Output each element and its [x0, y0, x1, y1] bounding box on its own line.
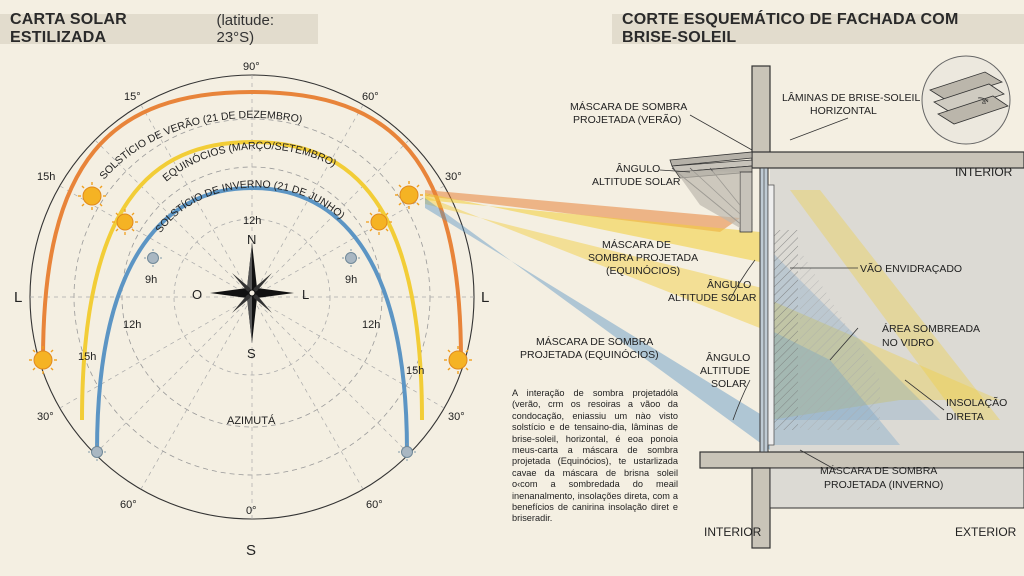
blades-line1: LÂMINAS DE BRISE-SOLEIL — [782, 91, 920, 104]
angle-30-right: 30° — [445, 171, 462, 183]
hour-15-left: 15h — [78, 351, 96, 363]
angle-3-line2: ALTITUDE — [700, 365, 750, 377]
mask-eq2-line1: MÁSCARA DE SOMBRA — [536, 335, 653, 348]
hour-9-right: 9h — [345, 274, 357, 286]
angle-1-line2: ALTITUDE SOLAR — [592, 176, 681, 188]
summer-path — [41, 89, 463, 361]
angle-3-line3: SOLAR — [711, 378, 747, 390]
mask-eq1-line3: (EQUINÓCIOS) — [606, 264, 680, 277]
sun-icon — [78, 182, 106, 210]
hour-12-top: 12h — [243, 215, 261, 227]
chart-subtitle: (latitude: 23°S) — [216, 12, 275, 46]
ray-equinox-1 — [425, 193, 760, 262]
sun-icons — [29, 181, 472, 461]
mask-winter-line2: PROJETADA (INVERNO) — [824, 479, 943, 491]
cardinal-s-inner: S — [247, 346, 256, 361]
section-title: CORTE ESQUEMÁTICO DE FACHADA COM BRISE-S… — [622, 11, 959, 46]
svg-text:a°: a° — [982, 98, 989, 106]
winter-sun-icon — [144, 249, 162, 267]
ray-equinox-2 — [425, 196, 770, 332]
facade-section: a° MÁSCARA DE SOMBRA PROJETADA (VERÃO) L… — [425, 55, 1024, 549]
solar-chart: SOLSTÍCIO DE VERÃO (21 DE DEZEMBRO) EQUI… — [14, 61, 489, 559]
header-right: CORTE ESQUEMÁTICO DE FACHADA COM BRISE-S… — [612, 11, 1024, 46]
header-left: CARTA SOLAR ESTILIZADA (latitude: 23°S) — [0, 11, 318, 46]
leader-lines — [659, 114, 945, 471]
cardinal-n: N — [247, 232, 256, 247]
interior-bottom: INTERIOR — [704, 525, 762, 539]
hour-15-right: 15h — [406, 365, 424, 377]
blades-line2: HORIZONTAL — [810, 105, 877, 117]
angle-2-line2: ALTITUDE SOLAR — [668, 292, 757, 304]
sun-icon — [444, 346, 472, 374]
mask-winter-line1: MÁSCARA DE SOMBRA — [820, 464, 937, 477]
insolation-line2: DIRETA — [946, 411, 984, 423]
chart-title: CARTA SOLAR ESTILIZADA — [10, 11, 127, 46]
sun-icon — [112, 209, 138, 235]
cardinal-l-outer-right: L — [481, 289, 489, 306]
mask-summer-line2: PROJETADA (VERÃO) — [573, 113, 681, 126]
equinox-arc-label: EQUINÓCIOS (MARÇO/SETEMBRO) — [161, 140, 339, 184]
mask-summer-line1: MÁSCARA DE SOMBRA — [570, 100, 687, 113]
cardinal-l-inner: L — [302, 287, 309, 302]
lower-room — [769, 467, 1024, 509]
angle-3-line1: ÂNGULO — [706, 351, 750, 364]
shaded-area-line2: NO VIDRO — [882, 337, 934, 349]
glazing-label: VÃO ENVIDRAÇADO — [860, 262, 962, 275]
azimuth-label: AZIMUTÁ — [227, 414, 276, 427]
exterior-label: EXTERIOR — [955, 525, 1017, 539]
hour-12-left: 12h — [123, 319, 141, 331]
hour-12-right: 12h — [362, 319, 380, 331]
angle-60-top: 60° — [362, 91, 379, 103]
angle-30-left: 30° — [37, 411, 54, 423]
hour-15-top: 15h — [37, 171, 55, 183]
mask-eq2-line2: PROJETADA (EQUINÓCIOS) — [520, 348, 659, 361]
sun-icon — [29, 346, 57, 374]
mask-eq1-line2: SOMBRA PROJETADA — [588, 252, 698, 264]
hour-9-left: 9h — [145, 274, 157, 286]
compass-rose-icon — [210, 243, 294, 343]
shaded-floor — [800, 250, 880, 430]
winter-path — [95, 185, 409, 453]
angle-2-line1: ÂNGULO — [707, 278, 751, 291]
winter-sun-icon — [88, 443, 106, 461]
shaded-area-line1: ÁREA SOMBREADA — [882, 322, 980, 335]
insolation-line1: INSOLAÇÃO — [946, 396, 1007, 409]
angle-0: 0° — [246, 505, 257, 517]
ray-summer — [425, 190, 740, 232]
equinox-path — [80, 139, 424, 421]
cardinal-l-outer: L — [14, 289, 22, 306]
shaded-area-glass — [770, 230, 798, 430]
mask-eq1-line1: MÁSCARA DE — [602, 238, 671, 251]
angle-90: 90° — [243, 61, 260, 73]
angle-30-right-bottom: 30° — [448, 411, 465, 423]
interior-top: INTERIOR — [955, 165, 1013, 179]
sun-icon — [366, 209, 392, 235]
angle-60-bottom-right: 60° — [366, 499, 383, 511]
angle-60-bottom-left: 60° — [120, 499, 137, 511]
direct-beam — [790, 190, 1000, 420]
explanation-paragraph: A interação de sombra projetadóla (verão… — [512, 388, 678, 524]
ray-winter-1 — [425, 198, 770, 450]
brise-soleil-blades — [669, 151, 753, 233]
upper-wall — [751, 65, 771, 157]
angle-1-line1: ÂNGULO — [616, 162, 660, 175]
winter-sun-icon — [398, 443, 416, 461]
blade-detail-inset: a° — [921, 55, 1011, 145]
sun-icon — [395, 181, 423, 209]
angle-15: 15° — [124, 91, 141, 103]
cardinal-s-outer: S — [246, 542, 256, 559]
cardinal-o: O — [192, 287, 202, 302]
winter-sun-icon — [342, 249, 360, 267]
